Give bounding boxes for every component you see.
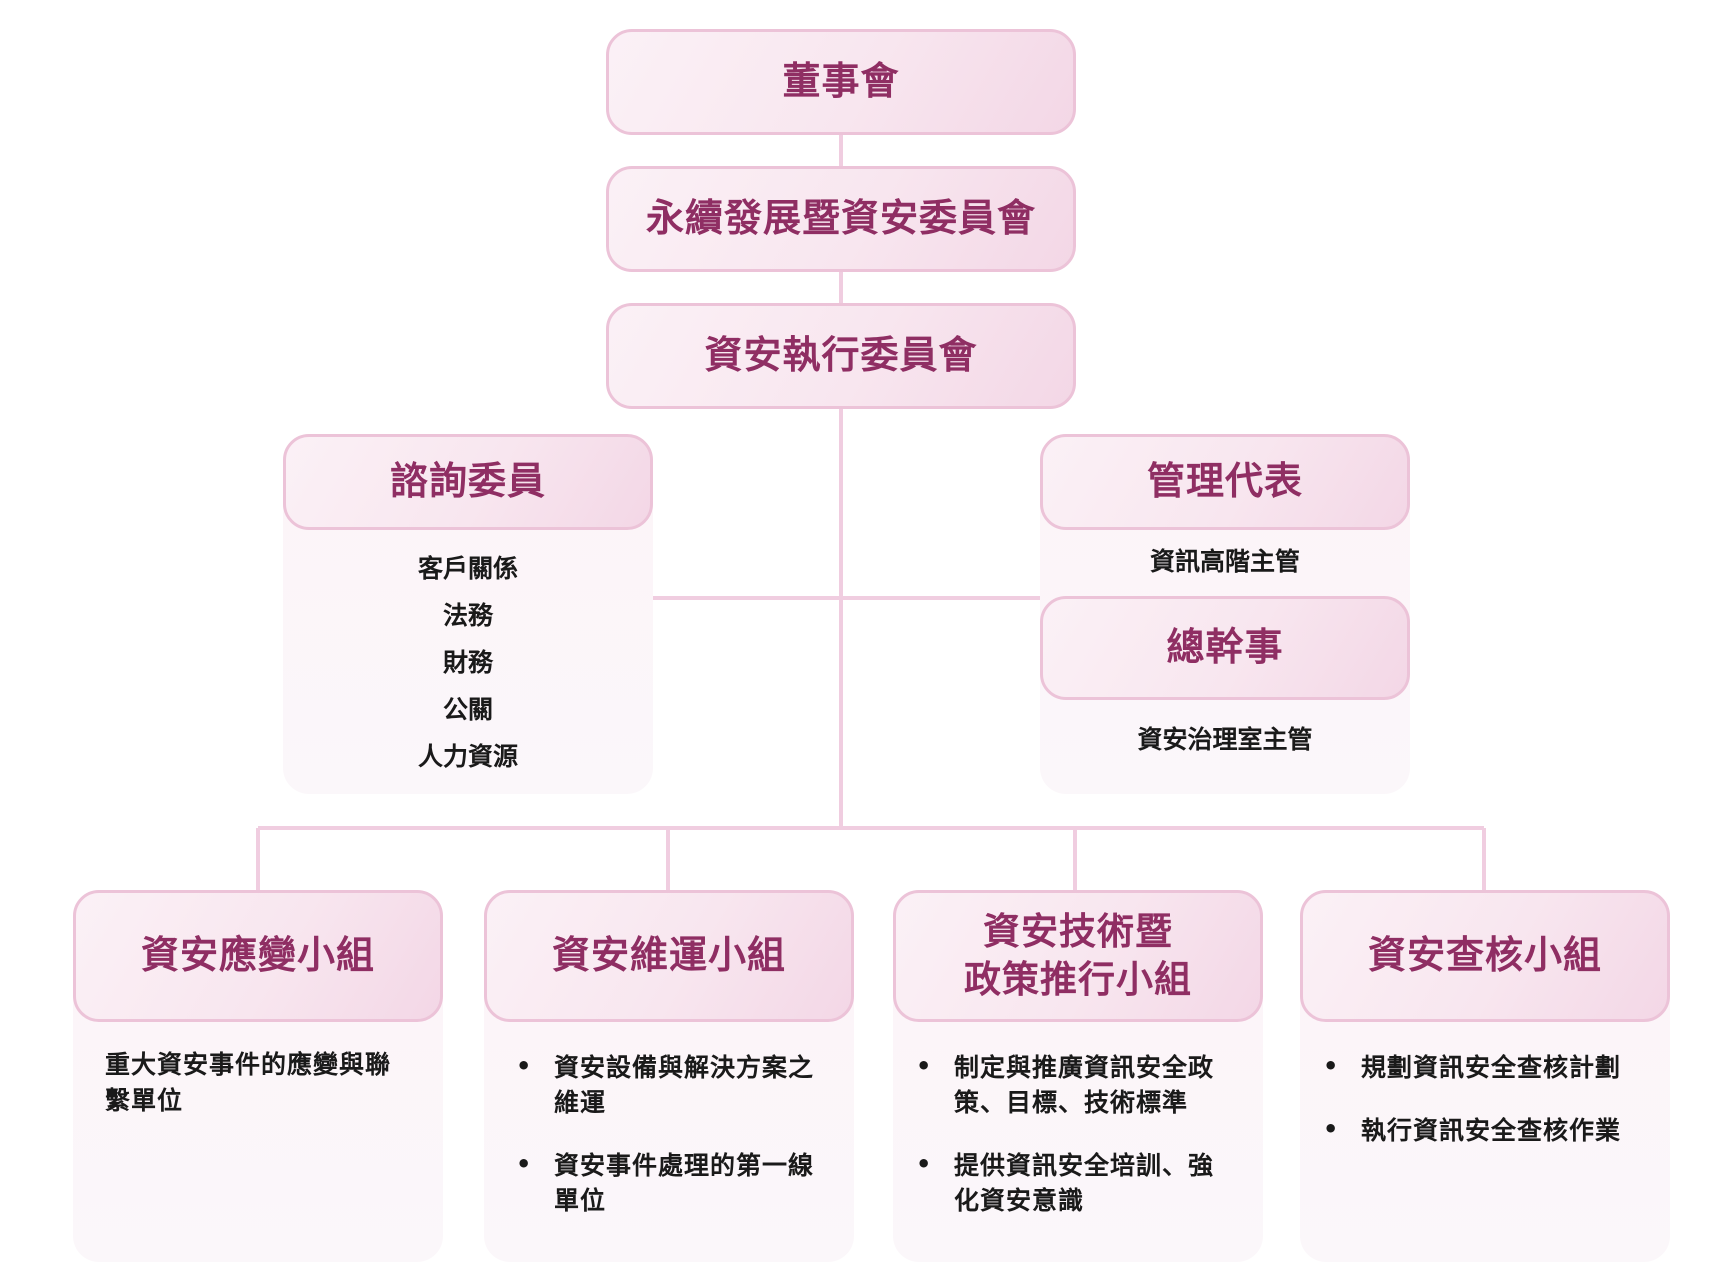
audit-group-item: 執行資訊安全查核作業 — [1323, 1113, 1663, 1148]
tech-policy-group-title-line2: 政策推行小組 — [964, 958, 1192, 1001]
response-group-description: 重大資安事件的應變與聯繫單位 — [105, 1050, 392, 1116]
operations-group-list: 資安設備與解決方案之維運 資安事件處理的第一線單位 — [516, 1050, 816, 1246]
board-of-directors-box: 董事會 — [606, 29, 1076, 135]
board-of-directors-label: 董事會 — [782, 59, 900, 104]
secretary-title: 總幹事 — [1166, 625, 1284, 670]
response-group-header: 資安應變小組 — [73, 890, 443, 1022]
audit-group-header: 資安查核小組 — [1300, 890, 1670, 1022]
advisor-item: 公關 — [442, 695, 493, 724]
advisor-item: 客戶關係 — [417, 554, 518, 583]
tech-policy-group-list: 制定與推廣資訊安全政策、目標、技術標準 提供資訊安全培訓、強化資安意識 — [916, 1050, 1236, 1246]
operations-group-title: 資安維運小組 — [551, 933, 786, 978]
tech-policy-group-item: 制定與推廣資訊安全政策、目標、技術標準 — [916, 1050, 1236, 1120]
secretary-subtitle: 資安治理室主管 — [1137, 725, 1313, 754]
advisor-item: 法務 — [442, 601, 493, 630]
operations-group-header: 資安維運小組 — [484, 890, 854, 1022]
advisors-list: 客戶關係 法務 財務 公關 人力資源 — [283, 545, 653, 780]
sustainability-security-committee-box: 永續發展暨資安委員會 — [606, 166, 1076, 272]
audit-group-title: 資安查核小組 — [1367, 933, 1602, 978]
tech-policy-group-title-line1: 資安技術暨 — [983, 909, 1173, 953]
operations-group-item: 資安設備與解決方案之維運 — [516, 1050, 816, 1120]
security-executive-committee-box: 資安執行委員會 — [606, 303, 1076, 409]
tech-policy-group-header: 資安技術暨 政策推行小組 — [893, 890, 1263, 1022]
operations-group-item: 資安事件處理的第一線單位 — [516, 1148, 816, 1218]
management-rep-subtitle: 資訊高階主管 — [1149, 547, 1300, 576]
advisors-header: 諮詢委員 — [283, 434, 653, 530]
response-group-title: 資安應變小組 — [140, 933, 375, 978]
tech-policy-group-item: 提供資訊安全培訓、強化資安意識 — [916, 1148, 1236, 1218]
management-rep-header: 管理代表 — [1040, 434, 1410, 530]
security-executive-committee-label: 資安執行委員會 — [704, 333, 978, 378]
advisor-item: 人力資源 — [417, 742, 518, 771]
audit-group-item: 規劃資訊安全查核計劃 — [1323, 1050, 1663, 1085]
sustainability-security-committee-label: 永續發展暨資安委員會 — [645, 196, 1036, 241]
management-rep-title: 管理代表 — [1146, 459, 1303, 504]
audit-group-list: 規劃資訊安全查核計劃 執行資訊安全查核作業 — [1323, 1050, 1663, 1176]
advisors-title: 諮詢委員 — [389, 459, 546, 504]
advisor-item: 財務 — [442, 648, 493, 677]
secretary-header: 總幹事 — [1040, 596, 1410, 700]
